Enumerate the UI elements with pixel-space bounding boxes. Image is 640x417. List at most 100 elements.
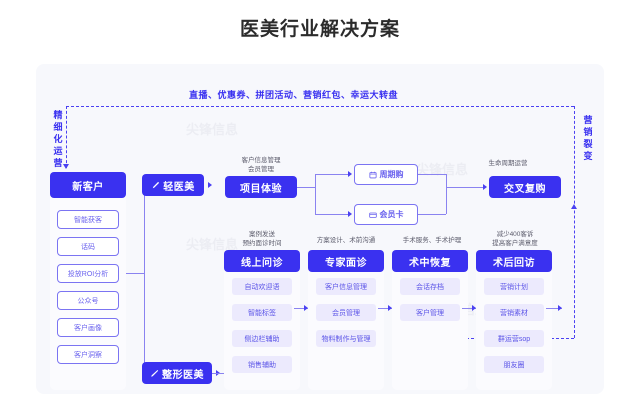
acquisition-item-label: 投放ROI分析 <box>67 270 109 278</box>
page-title: 医美行业解决方案 <box>239 19 400 40</box>
dashed-top-line <box>66 106 574 107</box>
acquisition-item-0[interactable]: 智能获客 <box>57 210 119 229</box>
acquisition-item-label: 客户洞察 <box>74 351 102 359</box>
flow-line-1-2 <box>378 308 392 309</box>
process-title-1[interactable]: 专家面诊 <box>308 250 384 272</box>
offer-node-membership-card[interactable]: 会员卡 <box>354 204 418 225</box>
process-item-1-1[interactable]: 会员管理 <box>316 304 376 321</box>
offers-arrow-icon <box>348 171 352 177</box>
flow-arrow-icon <box>388 305 392 311</box>
flow-arrow-icon <box>558 305 562 311</box>
offer-node-subscription[interactable]: 周期购 <box>354 164 418 185</box>
acquisition-item-label: 公众号 <box>77 297 99 305</box>
process-item-label: 物料制作与管理 <box>321 335 371 343</box>
right-vertical-label: 营销裂变 <box>583 115 593 161</box>
marketing-banner-text: 直播、优惠券、拼团活动、营销红包、幸运大转盘 <box>189 90 399 100</box>
repurchase-connector-bottom <box>418 214 446 215</box>
branch-node-light-medical[interactable]: 轻医美 <box>142 174 204 196</box>
process-item-label: 智能标签 <box>248 309 276 317</box>
repurchase-label: 交叉复购 <box>504 183 546 195</box>
acquisition-item-2[interactable]: 投放ROI分析 <box>57 264 119 283</box>
process-title-label: 术中恢复 <box>409 257 451 269</box>
process-item-label: 朋友圈 <box>503 361 525 369</box>
dashed-right-line <box>574 106 575 338</box>
project-label: 项目体验 <box>240 183 282 195</box>
acquisition-item-5[interactable]: 客户洞察 <box>57 345 119 364</box>
card-icon <box>368 211 377 219</box>
process-title-label: 术后回访 <box>493 257 535 269</box>
offers-connector-bottom <box>315 214 348 215</box>
left-vertical-label: 精细化运营 <box>53 110 63 168</box>
process-item-label: 自动欢迎语 <box>244 283 280 291</box>
process-item-label: 侧边栏辅助 <box>244 335 280 343</box>
process-item-3-3[interactable]: 朋友圈 <box>484 356 544 373</box>
process-caption-2: 手术服务、手术护理 <box>402 237 462 244</box>
process-item-label: 群运营sop <box>497 335 531 343</box>
process-item-0-0[interactable]: 自动欢迎语 <box>232 278 292 295</box>
branch-arrow-icon <box>208 182 212 188</box>
process-item-label: 销售辅助 <box>248 361 276 369</box>
acquisition-item-4[interactable]: 客户画像 <box>57 318 119 337</box>
acquisition-item-3[interactable]: 公众号 <box>57 291 119 310</box>
process-title-label: 线上问诊 <box>241 257 283 269</box>
offers-connector-spine <box>315 174 316 214</box>
repurchase-connector-stem <box>446 187 483 188</box>
process-item-3-2[interactable]: 群运营sop <box>484 330 544 347</box>
process-item-label: 营销素材 <box>500 309 528 317</box>
process-title-2[interactable]: 术中恢复 <box>392 250 468 272</box>
acquisition-item-1[interactable]: 话码 <box>57 237 119 256</box>
acquisition-item-label: 智能获客 <box>74 216 102 224</box>
process-item-label: 营销计划 <box>500 283 528 291</box>
process-item-3-0[interactable]: 营销计划 <box>484 278 544 295</box>
process-caption-0: 案例发送 预约面诊时间 <box>242 231 282 247</box>
process-item-3-1[interactable]: 营销素材 <box>484 304 544 321</box>
acquisition-item-label: 客户画像 <box>74 324 102 332</box>
process-item-0-2[interactable]: 侧边栏辅助 <box>232 330 292 347</box>
process-item-1-2[interactable]: 物料制作与管理 <box>316 330 376 347</box>
process-title-label: 专家面诊 <box>325 257 367 269</box>
process-item-2-0[interactable]: 会话存档 <box>400 278 460 295</box>
process-item-label: 客户信息管理 <box>325 283 367 291</box>
scalpel-icon <box>150 369 159 378</box>
branch-node-plastic-surgery[interactable]: 整形医美 <box>142 362 212 384</box>
offer-label: 会员卡 <box>379 210 404 219</box>
dashed-left-arrow-icon <box>62 164 69 169</box>
branch-label: 整形医美 <box>162 369 204 381</box>
flow-arrow-icon <box>304 305 308 311</box>
cross-repurchase-node[interactable]: 交叉复购 <box>489 176 561 198</box>
repurchase-connector-spine <box>446 174 447 214</box>
calendar-icon <box>368 171 377 179</box>
process-caption-3: 减少400客诉 提高客户满意度 <box>492 231 538 247</box>
repurchase-caption: 生命周期运营 <box>488 160 528 167</box>
flow-line-2-3 <box>462 308 476 309</box>
flow-line-0-1 <box>294 308 308 309</box>
process-item-0-1[interactable]: 智能标签 <box>232 304 292 321</box>
flow-line-3-out <box>546 308 562 309</box>
syringe-icon <box>151 181 160 190</box>
process-caption-1: 方案设计、术前沟通 <box>316 237 376 244</box>
flow-arrow-icon <box>472 305 476 311</box>
watermark: 尖锋信息 <box>186 122 239 137</box>
acquisition-item-label: 话码 <box>81 243 95 251</box>
branch-to-column-line <box>212 373 224 374</box>
project-caption: 客户信息管理 会员管理 <box>241 157 281 173</box>
process-item-label: 会话存档 <box>416 283 444 291</box>
offer-label: 周期购 <box>379 170 404 179</box>
offers-connector-stem <box>297 187 315 188</box>
branch-connector-stem <box>126 273 144 274</box>
project-experience-node[interactable]: 项目体验 <box>225 176 297 198</box>
process-item-0-3[interactable]: 销售辅助 <box>232 356 292 373</box>
repurchase-connector-top <box>418 174 446 175</box>
process-title-0[interactable]: 线上问诊 <box>224 250 300 272</box>
branch-connector-spine <box>144 185 145 374</box>
dashed-right-arrow-icon <box>570 204 577 209</box>
entry-node-new-customer[interactable]: 新客户 <box>50 172 126 198</box>
entry-label: 新客户 <box>72 181 104 193</box>
process-item-label: 客户管理 <box>416 309 444 317</box>
process-title-3[interactable]: 术后回访 <box>476 250 552 272</box>
repurchase-arrow-icon <box>483 184 487 190</box>
process-item-1-0[interactable]: 客户信息管理 <box>316 278 376 295</box>
dashed-left-line <box>66 106 67 168</box>
process-item-2-1[interactable]: 客户管理 <box>400 304 460 321</box>
